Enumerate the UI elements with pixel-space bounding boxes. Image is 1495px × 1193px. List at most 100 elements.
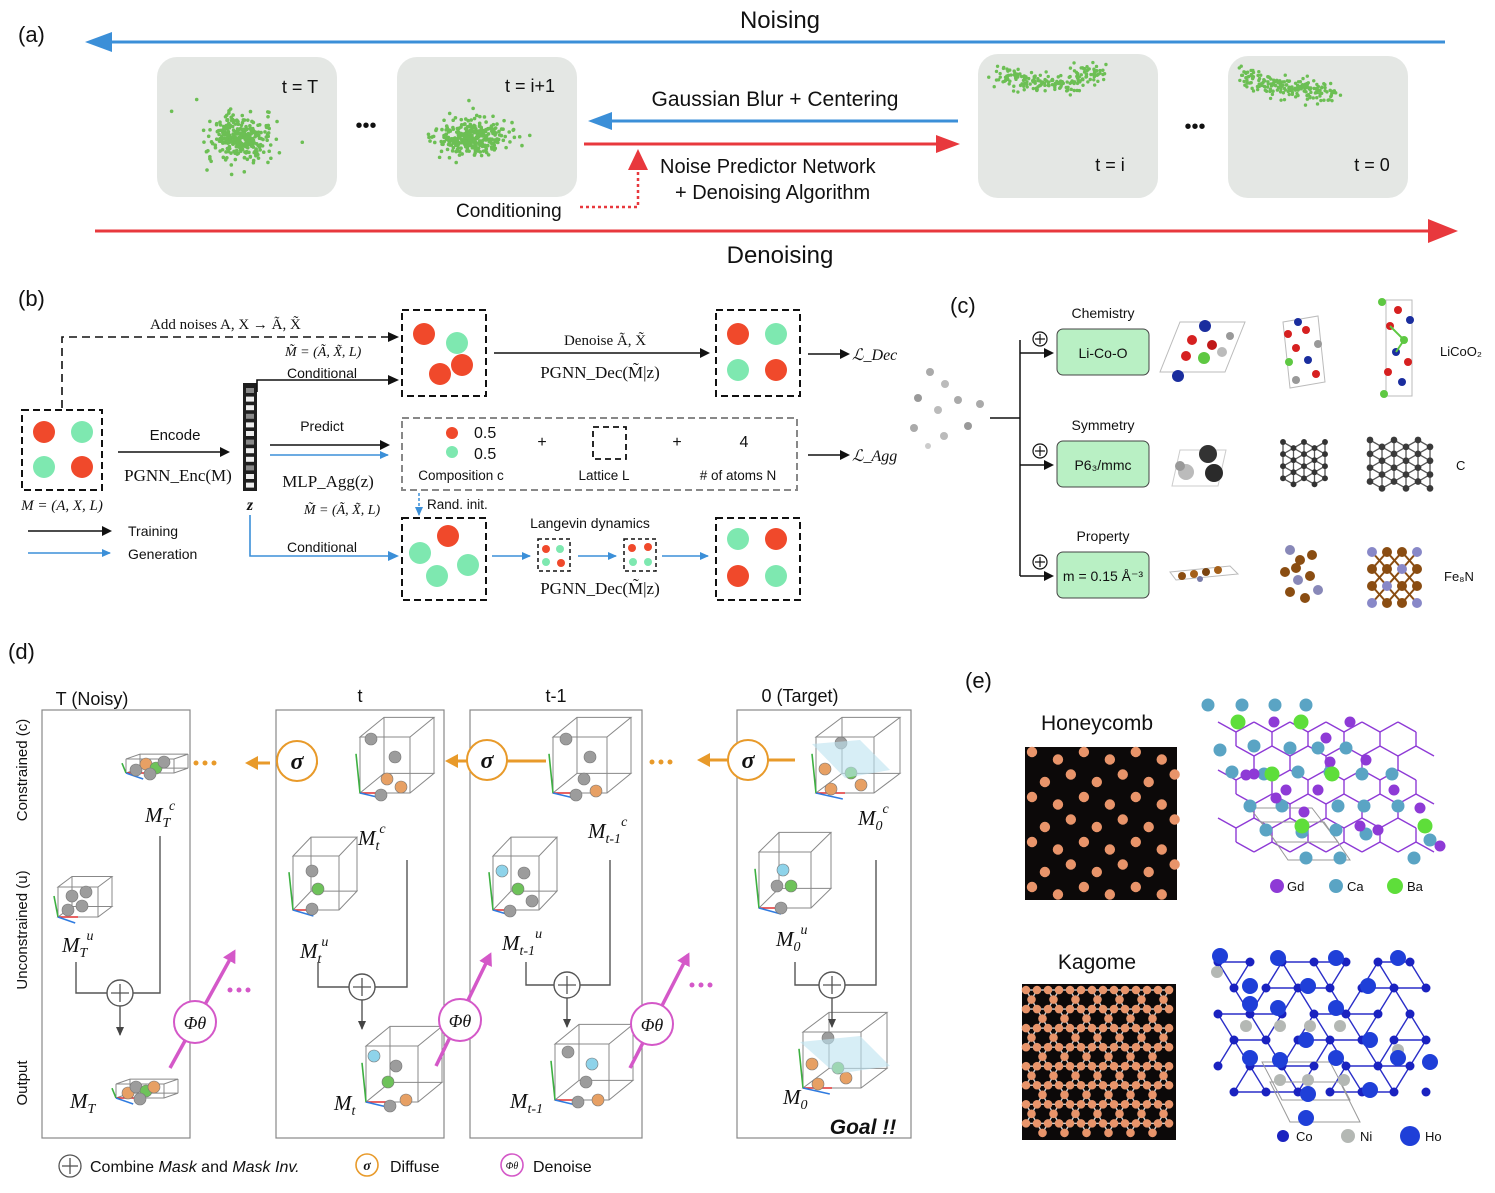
lattice-node: [1038, 1052, 1047, 1061]
cell-atom: [383, 1099, 397, 1113]
cloud-point: [1079, 66, 1083, 70]
cloud-point: [1257, 69, 1261, 74]
co-atom: [1229, 1087, 1239, 1097]
bond: [1397, 817, 1417, 829]
latent-cell: [246, 456, 254, 462]
cloud-point: [269, 156, 273, 161]
lattice-node: [1093, 1033, 1102, 1042]
bond: [1415, 793, 1435, 805]
lattice-node: [1143, 866, 1154, 878]
cloud-point: [1290, 87, 1294, 92]
cloud-point: [225, 118, 230, 122]
denoising-label: Denoising: [727, 242, 834, 269]
atom: [1367, 564, 1377, 574]
ni-atom: [1240, 1020, 1252, 1032]
cell-atom: [774, 901, 788, 915]
cloud-point: [451, 145, 456, 150]
cloud-point: [470, 133, 474, 137]
lattice-node: [1087, 1080, 1097, 1090]
ca-atom: [1259, 823, 1273, 837]
ba-dot: [1387, 878, 1403, 894]
bond: [1361, 745, 1381, 757]
lattice-node: [1156, 754, 1167, 765]
co-atom: [1261, 1087, 1271, 1097]
bond: [1271, 841, 1291, 853]
lattice-node: [1130, 791, 1142, 803]
cloud-point: [1244, 76, 1248, 80]
ellipsis-dot: [193, 760, 199, 766]
cloud-point: [458, 135, 462, 140]
combine-line: [794, 962, 819, 986]
cloud-point: [1265, 85, 1270, 89]
cloud-point: [1240, 73, 1245, 78]
bond: [1325, 721, 1345, 733]
lattice-node: [1052, 844, 1064, 855]
cloud-point: [227, 125, 232, 130]
cloud-point: [1255, 87, 1260, 92]
cloud-point: [448, 129, 453, 133]
conditional-top-label: Conditional: [287, 365, 357, 381]
cloud-point: [1305, 97, 1310, 101]
cloud-point: [1064, 89, 1069, 93]
cloud-point: [254, 147, 258, 151]
cloud-point: [1096, 72, 1100, 77]
cloud-point: [1257, 82, 1261, 86]
cloud-point: [1256, 73, 1260, 78]
gd-atom: [1280, 784, 1292, 796]
comp-dot-b: [446, 446, 458, 458]
cell-atom: [129, 763, 143, 777]
ba-atom: [1294, 818, 1310, 834]
cell-edge: [801, 1011, 889, 1033]
atom-a: [429, 363, 451, 385]
ca-atom: [1291, 765, 1305, 779]
unit-cell: [1261, 1061, 1351, 1101]
lattice-node: [1021, 1119, 1031, 1128]
lattice-node: [1065, 1023, 1075, 1033]
lattice-node: [1021, 1023, 1031, 1033]
cloud-point: [470, 136, 475, 140]
atom-a: [542, 545, 550, 553]
legend-denoise-text: Denoise: [533, 1159, 592, 1176]
ellipsis-dot: [649, 759, 655, 765]
plus-sign: +: [672, 434, 681, 451]
atom: [1290, 481, 1297, 488]
cloud-point: [507, 130, 511, 134]
lattice-node: [1169, 859, 1180, 870]
cloud-point: [1092, 78, 1096, 82]
cloud-point: [245, 157, 250, 162]
frame-t-i1: [397, 57, 577, 197]
cloud-point: [1104, 62, 1108, 67]
phi-icon: [630, 1002, 674, 1046]
cell-atom: [367, 1049, 381, 1063]
condition-heading: Property: [1077, 528, 1130, 544]
cloud-point: [1275, 88, 1280, 92]
lattice-node: [1169, 814, 1180, 825]
label-sup: c: [169, 799, 176, 814]
cloud-point: [240, 120, 245, 125]
lattice-node: [1126, 1128, 1135, 1138]
cloud-point: [445, 147, 450, 152]
bond: [1233, 1065, 1251, 1093]
lattice-node: [1043, 1061, 1053, 1071]
bond: [1307, 769, 1327, 781]
lattice-node: [1115, 1033, 1124, 1042]
label-sub: T: [80, 946, 89, 961]
condition-rows: ChemistryLi-Co-OSymmetryP6₃/mmcPropertym…: [1032, 305, 1150, 599]
cloud-point: [265, 138, 269, 143]
cloud-point: [300, 140, 305, 145]
condition-value: m = 0.15 Å⁻³: [1063, 568, 1143, 584]
conditioning-arrowhead: [628, 149, 648, 170]
cell-edge: [291, 836, 359, 857]
atom: [1307, 550, 1317, 560]
atom-a: [413, 323, 435, 345]
cloud-point: [1065, 80, 1069, 84]
lattice-node: [1109, 1080, 1119, 1090]
cloud-point: [1043, 83, 1047, 88]
ho-atom: [1270, 1000, 1286, 1016]
label-sub: t-1: [606, 832, 622, 847]
cell-atom: [495, 864, 509, 878]
label-sup: u: [87, 929, 94, 944]
axis-b: [754, 868, 760, 909]
ho-atom: [1300, 1086, 1316, 1102]
latent-cell: [246, 439, 254, 445]
